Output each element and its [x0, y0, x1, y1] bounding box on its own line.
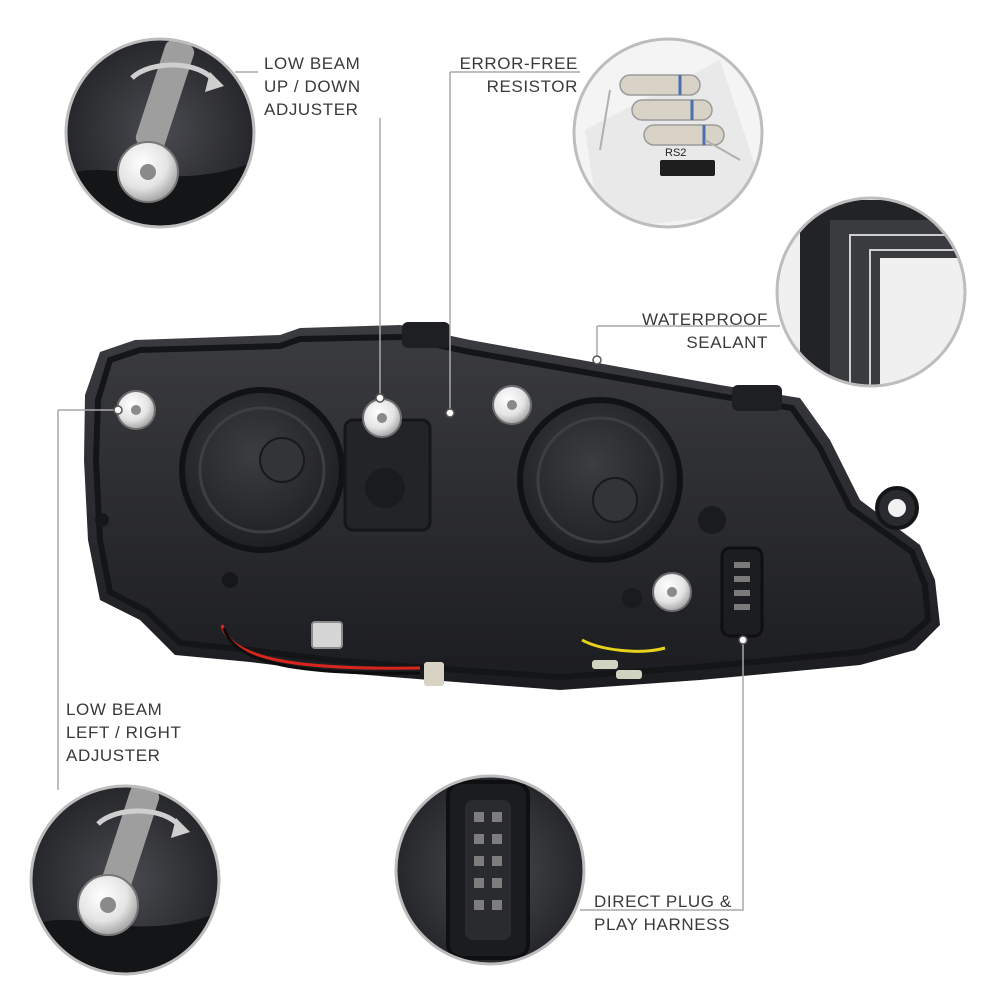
housing-peg [222, 572, 238, 588]
resistor-marking: RS2 [665, 147, 686, 159]
resistor-icon [599, 74, 741, 161]
label-low-beam-up-down: LOW BEAM UP / DOWN ADJUSTER [264, 54, 361, 119]
label-direct-plug-play: DIRECT PLUG & PLAY HARNESS [594, 892, 732, 934]
right-lamp-cap-hub [592, 477, 638, 523]
wire-terminal [592, 660, 618, 669]
headlight-housing [84, 322, 940, 690]
label-low-beam-left-right: LOW BEAM LEFT / RIGHT ADJUSTER [66, 700, 182, 765]
housing-peg [622, 588, 642, 608]
resistor-chip [660, 160, 715, 176]
leader-dots [113, 355, 748, 645]
top-clip [402, 322, 450, 348]
leader-dot [445, 408, 455, 418]
leader-dot [592, 355, 602, 365]
left-lamp-cap-hub [259, 437, 305, 483]
yellow-wire [581, 638, 666, 653]
wire-plug [424, 662, 444, 686]
housing-ridge [92, 333, 932, 681]
label-waterproof-sealant: WATERPROOF SEALANT [642, 310, 768, 352]
zoom-error-free-resistor: RS2 [572, 37, 764, 229]
left-lamp-cap-ring [198, 406, 326, 534]
label-error-free-resistor: ERROR-FREE RESISTOR [459, 54, 578, 96]
right-lamp-cap [517, 397, 683, 563]
adjuster-knob [362, 398, 402, 438]
housing-peg [698, 506, 726, 534]
adjuster-knob [652, 572, 692, 612]
black-wire [222, 627, 421, 675]
right-lamp-cap-ring [536, 416, 664, 544]
leader-lines [57, 71, 780, 911]
zoom-harness [394, 774, 586, 966]
housing-peg [95, 513, 109, 527]
zoom-low-beam-left-right [29, 784, 221, 976]
leader-harness [580, 640, 744, 911]
zoom-waterproof-sealant [775, 196, 967, 388]
connector-pins [734, 562, 750, 610]
leader-dot [738, 635, 748, 645]
center-post [365, 468, 405, 508]
top-clip-right [732, 385, 782, 411]
adjuster-knob [492, 385, 532, 425]
zoom-low-beam-up-down [64, 37, 256, 229]
threaded-stud [311, 621, 343, 649]
mounting-ear-hole [888, 499, 906, 517]
leader-dot [113, 405, 123, 415]
leader-dot [375, 393, 385, 403]
wire-terminal [616, 670, 642, 679]
